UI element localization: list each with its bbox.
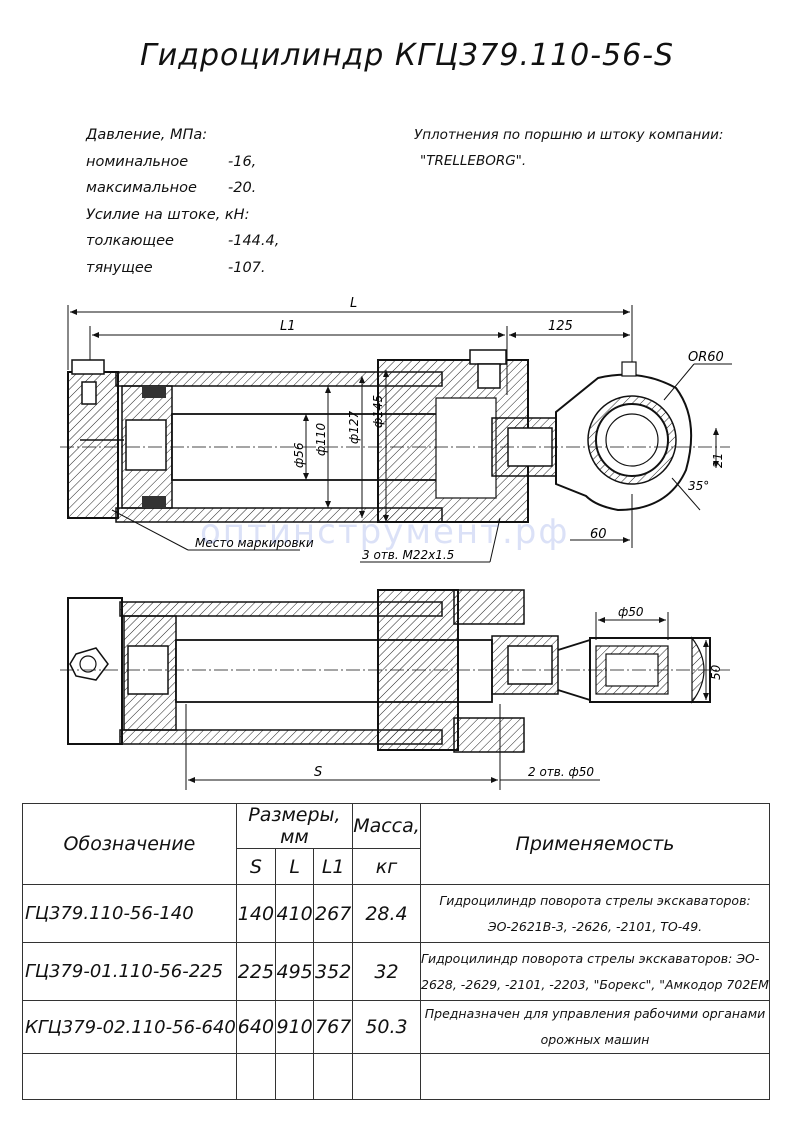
holes-note: 2 отв. ф50 xyxy=(528,765,594,779)
pressure-label: Давление, МПа: xyxy=(86,127,208,143)
table-row: ГЦ379.110-56-140 140 410 267 28.4 Гидроц… xyxy=(22,884,770,943)
spec-block: Давление, МПа: номинальное -16, максимал… xyxy=(86,122,279,281)
pull-value: -107. xyxy=(228,259,266,276)
dim-21: 21 xyxy=(711,453,725,468)
dim-L1: L1 125 xyxy=(89,319,630,395)
max-value: -20. xyxy=(228,180,257,196)
dim-60: 60 xyxy=(590,527,607,542)
seals-note: Уплотнения по поршню и штоку компании: "… xyxy=(414,122,723,174)
dim-diameters: ф56 ф110 ф127 ф145 xyxy=(292,370,389,522)
dim-L-label: L xyxy=(350,296,357,311)
spec-row-pull: тянущее -107. xyxy=(86,255,279,282)
dim-d50-top: ф50 xyxy=(618,605,644,619)
spec-row-max: максимальное -20. xyxy=(86,175,279,202)
header-S: S xyxy=(235,848,276,885)
nominal-value: -16, xyxy=(228,153,257,170)
header-mass: Масса, xyxy=(351,803,422,849)
header-L1: L1 xyxy=(313,848,353,885)
table-row xyxy=(22,1053,770,1100)
header-mass-unit: кг xyxy=(351,848,422,885)
dim-d56: ф56 xyxy=(292,442,306,468)
ports-note: 3 отв. М22х1.5 xyxy=(362,548,454,562)
parts-table: Обозначение Размеры, мм Масса, Применяем… xyxy=(22,803,770,1100)
dim-d110: ф110 xyxy=(314,422,328,456)
dim-L1-label: L1 xyxy=(280,319,296,334)
table-row: КГЦ379-02.110-56-640 640 910 767 50.3 Пр… xyxy=(22,1000,770,1054)
dim-125-label: 125 xyxy=(548,319,573,334)
marking-note: Место маркировки xyxy=(195,536,314,550)
nominal-label: номинальное xyxy=(86,153,189,170)
max-label: максимальное xyxy=(86,180,197,196)
dim-OR60: OR60 xyxy=(688,350,724,365)
spec-row-push: толкающее -144.4, xyxy=(86,228,279,255)
table-row: ГЦ379-01.110-56-225 225 495 352 32 Гидро… xyxy=(22,942,770,1001)
dim-35deg: 35° xyxy=(688,479,709,493)
pull-label: тянущее xyxy=(86,259,153,276)
seals-line-1: Уплотнения по поршню и штоку компании: xyxy=(414,127,724,143)
seals-line-2: "TRELLEBORG". xyxy=(420,153,527,169)
dim-50: 50 xyxy=(709,664,723,680)
header-L: L xyxy=(274,848,315,885)
watermark: оптинструмент.рф xyxy=(200,512,570,552)
push-label: толкающее xyxy=(86,233,174,249)
header-designation: Обозначение xyxy=(22,803,237,885)
header-dimensions: Размеры, мм xyxy=(235,803,354,849)
dim-d127: ф127 xyxy=(347,410,361,444)
page-title: Гидроцилиндр КГЦ379.110-56-S xyxy=(140,38,675,73)
header-application: Применяемость xyxy=(420,803,770,885)
dim-d145: ф145 xyxy=(371,395,385,428)
cylinder-drawing: L L1 125 ф56 ф110 ф127 xyxy=(60,296,732,790)
force-label: Усилие на штоке, кН: xyxy=(86,206,250,223)
dim-S: S xyxy=(314,765,322,780)
push-value: -144.4, xyxy=(228,233,280,249)
spec-row-nominal: номинальное -16, xyxy=(86,149,279,176)
